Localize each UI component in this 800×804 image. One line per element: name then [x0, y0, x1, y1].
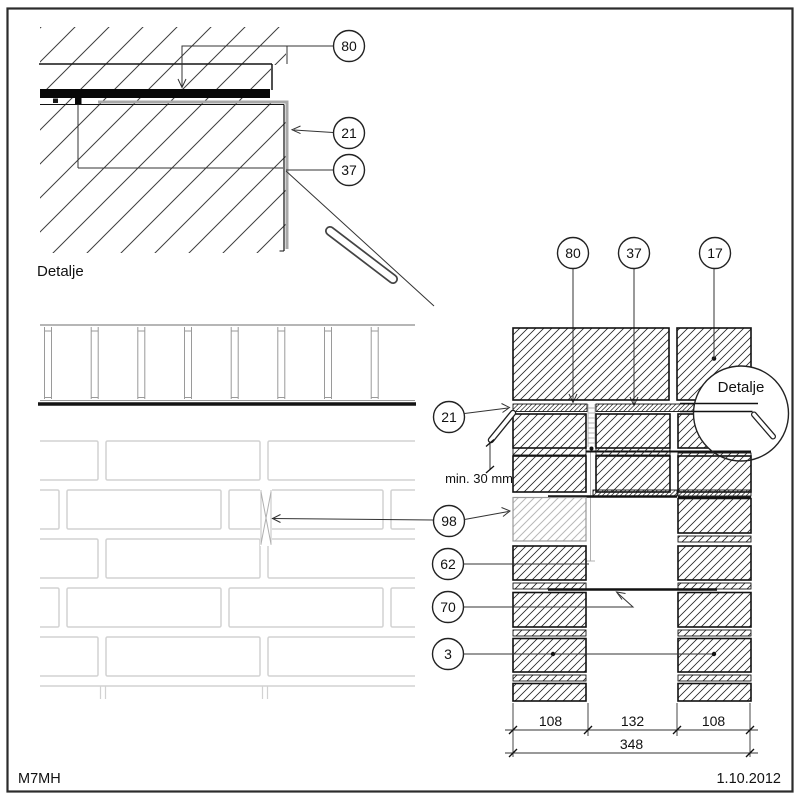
background-masonry-block: [512, 496, 587, 542]
mortar-strip: [677, 535, 752, 543]
leader-line-70: [463, 592, 635, 608]
leader-line-80: [181, 45, 333, 86]
dim-label-left: 108: [539, 713, 563, 729]
callout-number: 37: [626, 245, 642, 261]
mortar-strip: [512, 447, 587, 456]
membrane-band: [40, 89, 270, 98]
sheet-code: M7MH: [18, 771, 61, 787]
leader-line-98-right: [464, 511, 509, 520]
masonry-block: [677, 455, 752, 493]
leader-diagonal: [285, 170, 435, 307]
callout-balloon-17: [698, 236, 732, 270]
callout-balloon-21: [432, 400, 466, 434]
masonry-block: [677, 497, 752, 534]
callout-number: 3: [444, 646, 452, 662]
arrowhead: [501, 507, 511, 517]
masonry-block: [512, 455, 587, 493]
callout-number: 80: [565, 245, 581, 261]
callout-balloon-37: [617, 236, 651, 270]
mortar-strip: [595, 447, 671, 456]
detail-view-caption: Detalje: [37, 263, 84, 280]
title-block: M7MH 1.10.2012: [18, 771, 781, 787]
masonry-block: [595, 413, 671, 449]
jamb-courses: [512, 545, 752, 702]
detail-section-view: 80 21 37 Detalje: [37, 27, 435, 307]
callout-number: 80: [341, 38, 357, 54]
callout-number: 62: [440, 556, 456, 572]
dim-label-middle: 132: [621, 713, 645, 729]
anchor-channel: [586, 404, 596, 562]
leader-line-98-left: [271, 518, 434, 521]
callout-number: 17: [707, 245, 723, 261]
soldier-course: [44, 326, 379, 400]
wall-cross-section-view: Detalje: [431, 236, 790, 758]
callout-number: 21: [341, 125, 357, 141]
dim-label-total: 348: [620, 736, 644, 752]
leader-line-21: [293, 129, 334, 133]
callout-number: 70: [440, 599, 456, 615]
flashing-strip: [512, 403, 588, 412]
callout-balloon-80: [556, 236, 590, 270]
leader-line-21: [464, 407, 509, 414]
sheet-date: 1.10.2012: [716, 771, 781, 787]
open-head-joint: [260, 488, 272, 546]
lintel-strip: [677, 489, 752, 497]
callout-balloon-80: [332, 29, 366, 63]
detail-circle-caption: Detalje: [718, 379, 765, 396]
brick-elevation-view: [38, 324, 434, 699]
leader-dot: [550, 651, 556, 657]
brick-courses: [40, 440, 415, 699]
dimension-chain: 108 132 108 348: [505, 703, 758, 758]
anchor-clip: [75, 98, 82, 104]
callout-balloon-37: [332, 153, 366, 187]
min-offset-note: min. 30 mm: [445, 471, 513, 486]
sheet-border: [6, 7, 794, 793]
arrowhead: [177, 78, 187, 89]
masonry-block: [512, 327, 670, 401]
arrowhead: [290, 125, 301, 135]
dim-label-right: 108: [702, 713, 726, 729]
anchor-dot: [589, 446, 594, 451]
detail-circle-mask: [693, 366, 789, 461]
callout-balloon-98: [432, 504, 466, 538]
callout-balloon-21: [332, 116, 366, 150]
leader-dot: [711, 651, 717, 657]
callout-number: 21: [441, 409, 457, 425]
callout-number: 98: [441, 513, 457, 529]
masonry-block: [512, 413, 587, 449]
detail-circle-outline: [692, 365, 790, 462]
lintel-strip: [592, 489, 678, 497]
callout-number: 37: [341, 162, 357, 178]
arrowhead: [501, 403, 511, 413]
masonry-block: [595, 455, 671, 493]
arrowhead: [271, 514, 281, 523]
arrowhead: [615, 591, 626, 600]
masonry-hatch-area: [40, 27, 286, 253]
